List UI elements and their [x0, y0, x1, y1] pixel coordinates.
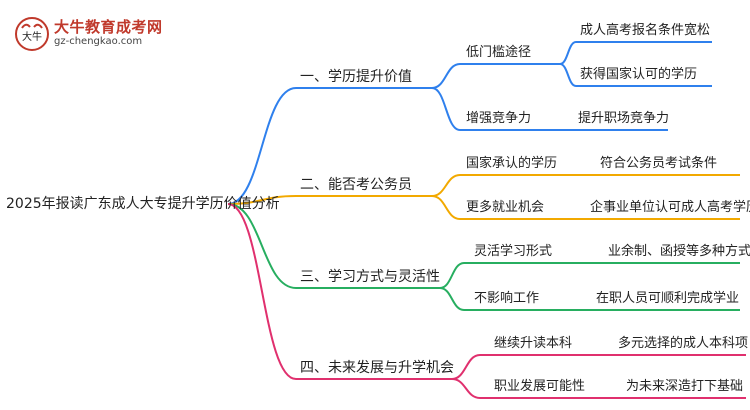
connector-root-branch-1: [227, 87, 297, 205]
branch-4-child-1: 继续升读本科: [494, 336, 573, 351]
branch-3-child-1: 灵活学习形式: [474, 244, 553, 259]
branch-3-label: 三、学习方式与灵活性: [300, 269, 440, 285]
site-logo[interactable]: 大牛 大牛教育成考网 gz-chengkao.com: [14, 14, 174, 54]
branch-2-label: 二、能否考公务员: [300, 177, 412, 193]
logo-mark-text: 大牛: [22, 30, 42, 43]
branch-2-child-2: 更多就业机会: [466, 200, 545, 215]
branch-1-child-1-leaf-2: 获得国家认可的学历: [580, 67, 698, 82]
connector-b2-c1: [431, 174, 461, 197]
connector-b4-c1: [451, 354, 481, 380]
connector-b1-c1-l2: [559, 63, 577, 87]
connector-b4-c2: [451, 378, 481, 399]
branch-1-child-1-leaf-1: 成人高考报名条件宽松: [580, 23, 711, 38]
branch-4-child-2-leaf-1: 为未来深造打下基础: [626, 379, 744, 394]
connector-b2-c2: [431, 195, 461, 220]
root-topic: 2025年报读广东成人大专提升学历价值分析: [6, 196, 280, 212]
connector-root-branch-2: [227, 195, 297, 205]
branch-1-child-1: 低门槛途径: [466, 45, 532, 60]
branch-1-child-2-leaf-1: 提升职场竞争力: [578, 111, 670, 126]
branch-1-label: 一、学历提升价值: [300, 69, 412, 85]
branch-2-child-1: 国家承认的学历: [466, 156, 558, 171]
ox-logo-icon: 大牛: [15, 17, 49, 51]
connector-b3-c2: [439, 287, 465, 311]
connector-b1-c1: [431, 63, 461, 89]
connector-root-branch-4: [227, 203, 297, 380]
branch-4-child-1-leaf-1: 多元选择的成人本科项目: [618, 336, 750, 351]
connector-b1-c1-l1: [559, 41, 577, 65]
branch-1-child-2: 增强竞争力: [466, 111, 532, 126]
connector-root-branch-3: [227, 203, 297, 289]
branch-3-child-2-leaf-1: 在职人员可顺利完成学业: [596, 291, 740, 306]
logo-url: gz-chengkao.com: [54, 36, 143, 47]
branch-3-child-1-leaf-1: 业余制、函授等多种方式: [608, 244, 750, 259]
branch-2-child-1-leaf-1: 符合公务员考试条件: [600, 156, 718, 171]
logo-title: 大牛教育成考网: [54, 18, 163, 36]
branch-4-child-2: 职业发展可能性: [494, 379, 586, 394]
connector-b1-c2: [431, 87, 461, 131]
branch-4-label: 四、未来发展与升学机会: [300, 360, 454, 376]
branch-2-child-2-leaf-1: 企事业单位认可成人高考学历: [590, 200, 750, 215]
connector-b3-c1: [439, 262, 465, 289]
branch-3-child-2: 不影响工作: [474, 291, 540, 306]
